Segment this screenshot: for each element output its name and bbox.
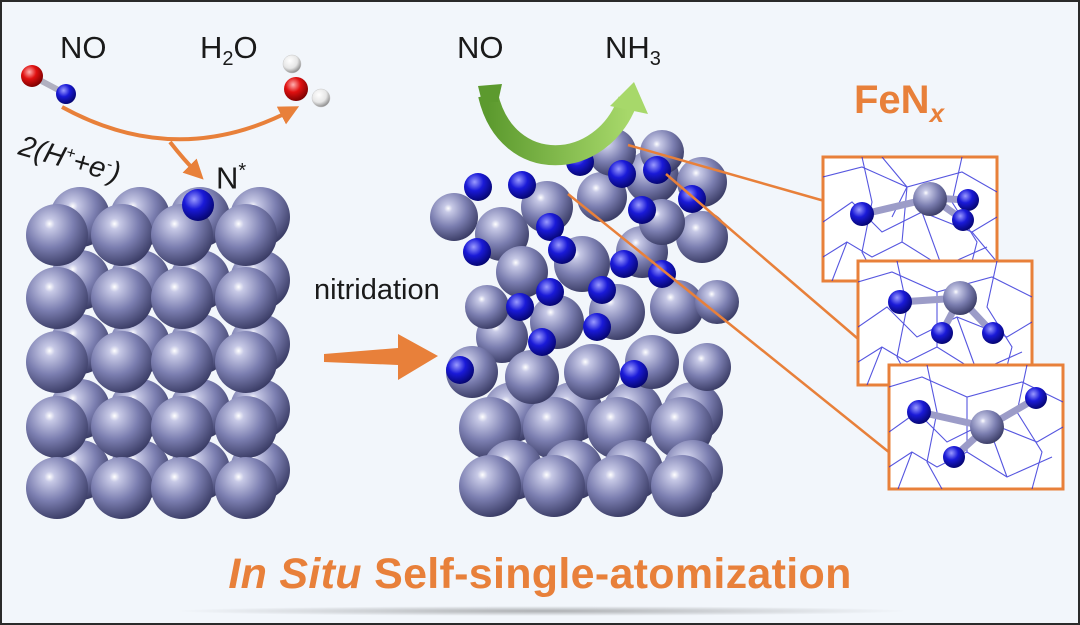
fe-atom-icon xyxy=(564,344,620,400)
fe-atom-icon xyxy=(91,396,153,458)
fe-atom-icon xyxy=(151,396,213,458)
green-reaction-arrow-icon xyxy=(478,82,648,166)
fe-atom-icon xyxy=(26,457,88,519)
nitrogen-atom-icon xyxy=(463,238,491,266)
nitrogen-atom-icon xyxy=(620,360,648,388)
n-adsorption-arrow-icon xyxy=(168,140,204,180)
fe-atom-icon xyxy=(91,331,153,393)
nitrogen-atom-icon xyxy=(982,322,1004,344)
fe-atom-icon xyxy=(505,350,559,404)
nitrogen-atom-icon xyxy=(952,209,974,231)
fe-atom-icon xyxy=(215,331,277,393)
fe-atom-icon xyxy=(683,343,731,391)
fe-atom-icon xyxy=(970,410,1004,444)
fe-atom-icon xyxy=(215,396,277,458)
fe-atom-icon xyxy=(676,211,728,263)
nitrogen-atom-icon xyxy=(907,400,931,424)
nitrogen-atom-icon xyxy=(610,250,638,278)
fe-atom-icon xyxy=(496,246,548,298)
fe-atom-icon xyxy=(523,455,585,517)
nitrogen-atom-icon xyxy=(506,293,534,321)
nitrogen-atom-icon xyxy=(678,185,706,213)
hydrogen-atom-icon xyxy=(311,88,331,108)
fe-atom-icon xyxy=(430,193,478,241)
reaction-arrow-icon xyxy=(61,105,300,142)
adsorbed-n-label: N* xyxy=(216,160,247,196)
oxygen-atom-icon xyxy=(284,77,308,101)
fe-atom-icon xyxy=(26,267,88,329)
fe-atom-icon xyxy=(215,267,277,329)
nitrogen-atom-icon xyxy=(943,446,965,468)
page-title: In Situ Self-single-atomization xyxy=(228,550,852,598)
no-molecule-icon xyxy=(21,65,76,104)
fe-slab-nitrided xyxy=(430,128,739,517)
fe-atom-icon xyxy=(587,455,649,517)
nitrogen-atom-icon xyxy=(536,213,564,241)
title-shadow xyxy=(172,606,912,616)
nitrogen-atom-icon xyxy=(182,189,214,221)
inset-connector-lines xyxy=(567,143,896,458)
hydrogen-atom-icon xyxy=(282,54,302,74)
product-h2o: H2O xyxy=(200,30,258,71)
nitrogen-atom-icon xyxy=(1025,387,1047,409)
fe-atom-icon xyxy=(91,457,153,519)
fenx-inset-3 xyxy=(887,363,1065,491)
reactant-no-right: NO xyxy=(457,30,504,65)
fe-atom-icon xyxy=(465,285,509,329)
nitrogen-atom-icon xyxy=(528,328,556,356)
fe-atom-icon xyxy=(459,455,521,517)
reactant-no-left: NO xyxy=(60,30,107,65)
nitrogen-atom-icon xyxy=(850,202,874,226)
fenx-site-label: FeNx xyxy=(854,78,945,128)
fe-atom-icon xyxy=(26,331,88,393)
fe-atom-icon xyxy=(695,280,739,324)
fe-atom-icon xyxy=(651,455,713,517)
process-label: nitridation xyxy=(314,274,440,306)
nitrogen-atom-icon xyxy=(888,290,912,314)
nitrogen-atom-icon xyxy=(628,196,656,224)
fe-atom-icon xyxy=(91,204,153,266)
fe-atom-icon xyxy=(913,182,947,216)
nitrogen-atom-icon xyxy=(608,160,636,188)
nitrogen-atom-icon xyxy=(957,189,979,211)
fe-atom-icon xyxy=(151,331,213,393)
nitrogen-atom-icon xyxy=(508,171,536,199)
nitrogen-atom-icon xyxy=(588,276,616,304)
nitrogen-atom-icon xyxy=(648,260,676,288)
nitridation-arrow-icon xyxy=(324,334,438,380)
water-molecule-icon xyxy=(282,54,331,108)
fe-atom-icon xyxy=(91,267,153,329)
fe-atom-icon xyxy=(943,281,977,315)
fe-atom-icon xyxy=(215,204,277,266)
fe-atom-icon xyxy=(215,457,277,519)
fe-atom-icon xyxy=(151,267,213,329)
product-nh3: NH3 xyxy=(605,30,661,71)
fe-atom-icon xyxy=(151,457,213,519)
fe-atom-icon xyxy=(26,396,88,458)
nitrogen-atom-icon xyxy=(56,84,76,104)
oxygen-atom-icon xyxy=(21,65,43,87)
nitrogen-atom-icon xyxy=(446,356,474,384)
nitrogen-atom-icon xyxy=(643,156,671,184)
nitrogen-atom-icon xyxy=(548,236,576,264)
nitrogen-atom-icon xyxy=(931,322,953,344)
fe-atom-icon xyxy=(26,204,88,266)
nitrogen-atom-icon xyxy=(536,278,564,306)
nitrogen-atom-icon xyxy=(464,173,492,201)
fe-slab-pristine xyxy=(26,187,290,519)
nitrogen-atom-icon xyxy=(583,313,611,341)
